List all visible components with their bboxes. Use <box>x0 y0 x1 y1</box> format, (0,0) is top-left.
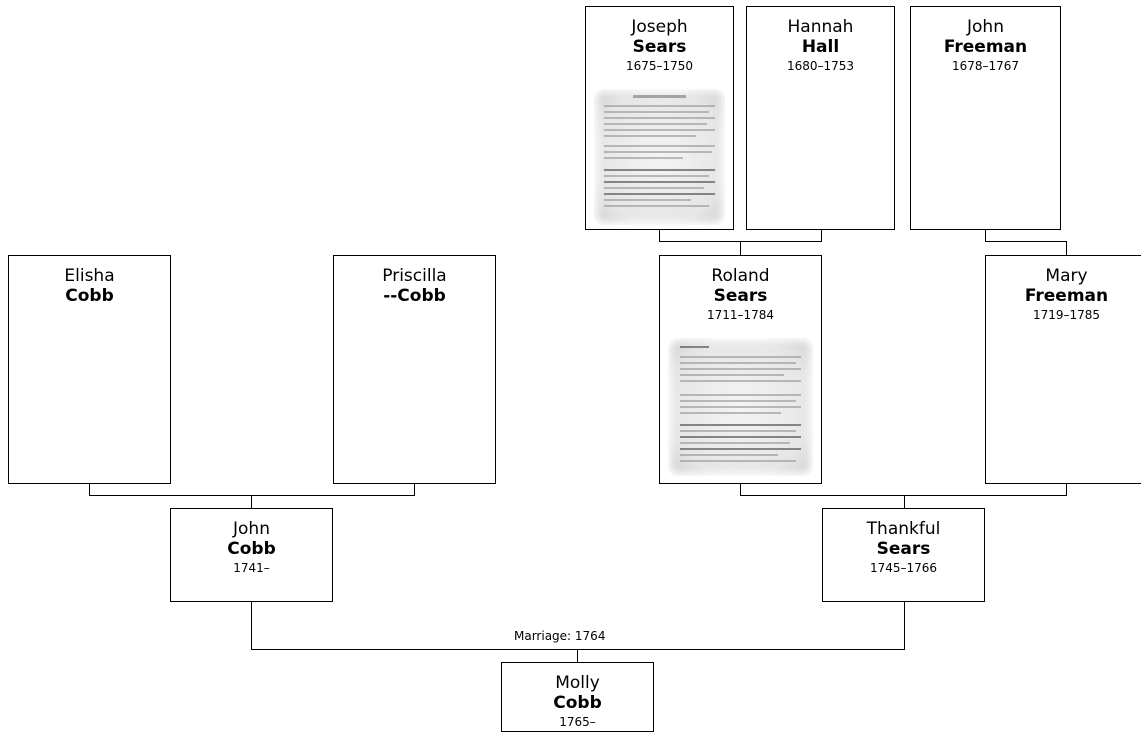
marriage-connector <box>251 649 905 650</box>
connector <box>740 241 741 256</box>
given-name: Mary <box>1045 266 1088 286</box>
document-thumbnail[interactable] <box>668 338 813 476</box>
given-name: Hannah <box>787 17 854 37</box>
connector <box>1066 241 1067 256</box>
surname: --Cobb <box>383 286 446 306</box>
person-card-thankful-sears[interactable]: Thankful Sears 1745–1766 <box>822 508 985 602</box>
person-card-john-cobb[interactable]: John Cobb 1741– <box>170 508 333 602</box>
life-dates: 1741– <box>233 561 270 575</box>
life-dates: 1765– <box>559 715 596 729</box>
document-thumbnail[interactable] <box>594 89 725 225</box>
connector <box>89 484 90 496</box>
life-dates: 1680–1753 <box>786 59 855 73</box>
person-card-joseph-sears[interactable]: Joseph Sears 1675–1750 <box>585 6 734 230</box>
given-name: Molly <box>555 673 600 693</box>
surname: Sears <box>713 286 768 306</box>
given-name: Priscilla <box>382 266 447 286</box>
person-card-molly-cobb[interactable]: Molly Cobb 1765– <box>501 662 654 732</box>
life-dates: 1745–1766 <box>869 561 938 575</box>
surname: Cobb <box>227 539 276 559</box>
life-dates: 1711–1784 <box>706 308 775 322</box>
connector <box>985 230 986 242</box>
marriage-label: Marriage: 1764 <box>514 629 606 643</box>
person-card-roland-sears[interactable]: Roland Sears 1711–1784 <box>659 255 822 484</box>
surname: Sears <box>632 37 687 57</box>
given-name: John <box>967 17 1004 37</box>
person-card-hannah-hall[interactable]: Hannah Hall 1680–1753 <box>746 6 895 230</box>
connector <box>904 495 905 509</box>
surname: Cobb <box>553 693 602 713</box>
connector <box>1066 484 1067 496</box>
connector <box>251 495 252 509</box>
connector <box>577 649 578 663</box>
person-card-john-freeman[interactable]: John Freeman 1678–1767 <box>910 6 1061 230</box>
life-dates: 1678–1767 <box>951 59 1020 73</box>
given-name: Thankful <box>866 519 941 539</box>
person-card-mary-freeman[interactable]: Mary Freeman 1719–1785 <box>985 255 1141 484</box>
connector <box>251 602 252 650</box>
surname: Freeman <box>1024 286 1109 306</box>
connector <box>904 602 905 650</box>
connector <box>740 495 1067 496</box>
connector <box>89 495 415 496</box>
connector <box>659 230 660 242</box>
surname: Sears <box>876 539 931 559</box>
connector <box>414 484 415 496</box>
life-dates: 1675–1750 <box>625 59 694 73</box>
person-card-elisha-cobb[interactable]: Elisha Cobb <box>8 255 171 484</box>
person-card-priscilla-cobb[interactable]: Priscilla --Cobb <box>333 255 496 484</box>
given-name: John <box>233 519 270 539</box>
surname: Cobb <box>65 286 114 306</box>
connector <box>740 484 741 496</box>
given-name: Elisha <box>64 266 115 286</box>
connector <box>821 230 822 242</box>
connector <box>985 241 1067 242</box>
given-name: Joseph <box>631 17 688 37</box>
given-name: Roland <box>711 266 770 286</box>
life-dates: 1719–1785 <box>1032 308 1101 322</box>
surname: Hall <box>801 37 840 57</box>
surname: Freeman <box>943 37 1028 57</box>
